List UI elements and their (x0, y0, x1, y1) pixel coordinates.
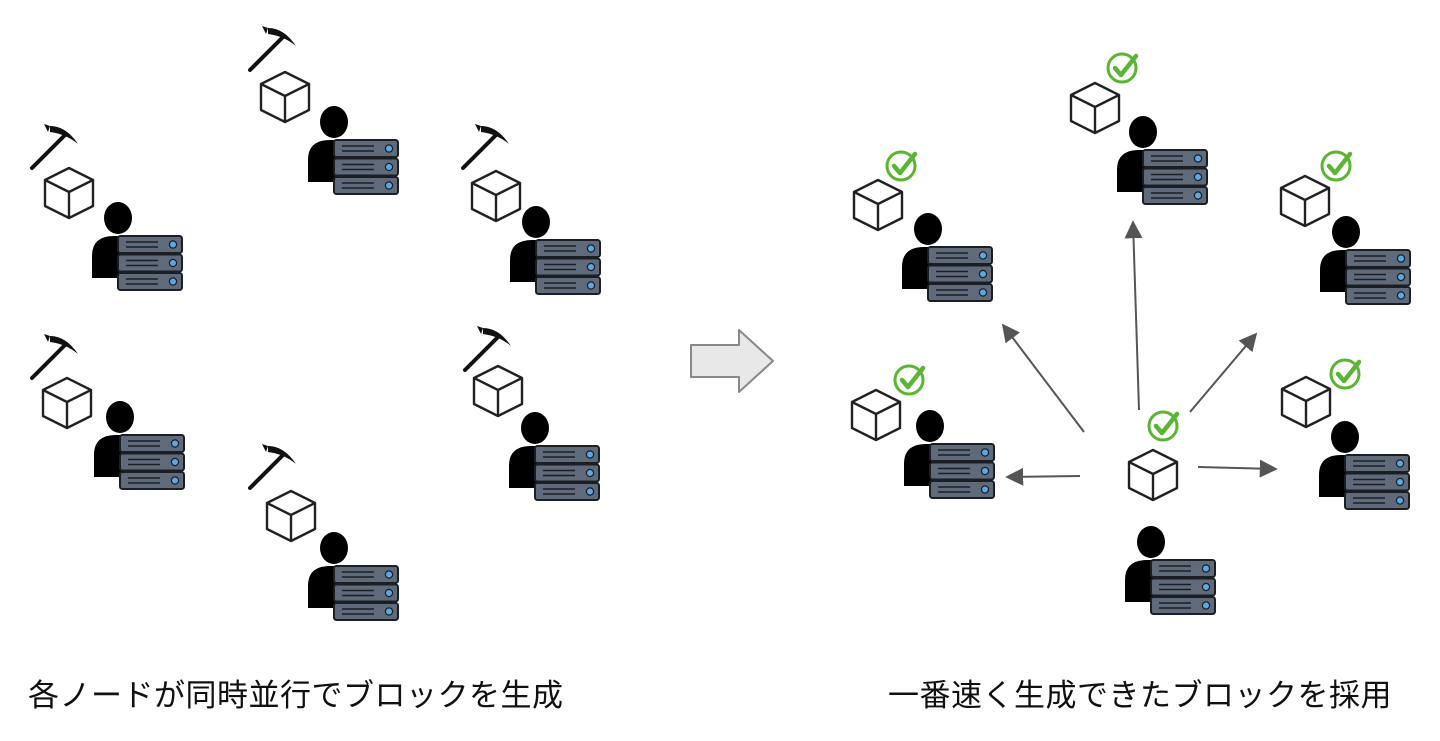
server-unit (1344, 472, 1410, 492)
server-unit (333, 157, 399, 177)
server-unit (1345, 249, 1411, 268)
left-caption: 各ノードが同時並行でブロックを生成 (28, 678, 564, 714)
server-unit (929, 480, 995, 499)
server-unit (119, 434, 185, 453)
broadcast-arrows (1001, 220, 1278, 486)
right-caption: 一番速く生成できたブロックを採用 (888, 678, 1392, 714)
server-unit (1142, 149, 1208, 168)
cube-icon (259, 70, 311, 124)
cube-icon (265, 489, 317, 543)
server-unit (534, 445, 600, 464)
broadcast-arrow (1001, 323, 1085, 433)
server-unit (1150, 577, 1216, 597)
cube-icon (850, 388, 902, 442)
cube-icon (1280, 375, 1332, 429)
server-unit (333, 565, 399, 584)
broadcast-arrow (1189, 332, 1258, 413)
mining-node-5 (463, 326, 600, 501)
checkmark-circle-icon (1320, 150, 1353, 182)
checkmark-circle-icon (885, 150, 918, 182)
receiving-node-1 (852, 150, 993, 302)
cube-icon (1127, 448, 1179, 502)
server-unit (927, 283, 993, 302)
receiving-node-5 (1280, 358, 1410, 510)
server-unit (1344, 454, 1410, 473)
broadcast-arrow (1124, 220, 1143, 411)
miner-with-server-icon (904, 410, 995, 499)
checkmark-circle-icon (1147, 410, 1180, 442)
cube-icon (1279, 174, 1331, 228)
checkmark-circle-icon (893, 364, 926, 396)
mining-node-4 (30, 334, 185, 490)
server-unit (929, 461, 995, 481)
transition-arrow-group (690, 329, 774, 393)
pickaxe-icon (248, 444, 296, 490)
miner-with-server-icon (94, 401, 185, 490)
server-unit (534, 482, 600, 501)
left-panel (30, 26, 601, 621)
receiving-node-3 (1279, 150, 1411, 305)
mining-node-3 (461, 124, 601, 295)
miner-with-server-icon (308, 532, 399, 621)
pickaxe-icon (248, 26, 296, 72)
server-unit (535, 257, 601, 277)
server-unit (119, 452, 185, 472)
miner-with-server-icon (509, 412, 600, 501)
cube-icon (43, 166, 95, 220)
server-unit (117, 272, 183, 291)
miner-with-server-icon (1319, 421, 1410, 510)
broadcast-arrow (1197, 459, 1278, 478)
mining-node-1 (30, 124, 183, 291)
cube-icon (1069, 81, 1121, 135)
server-unit (1345, 267, 1411, 287)
miner-with-server-icon (1117, 116, 1208, 205)
server-unit (119, 471, 185, 490)
server-unit (929, 443, 995, 462)
right-panel (850, 52, 1411, 615)
cube-icon (41, 376, 93, 430)
server-unit (1142, 186, 1208, 205)
server-unit (117, 235, 183, 254)
receiving-node-4 (850, 364, 995, 499)
server-unit (333, 176, 399, 195)
server-unit (1345, 286, 1411, 305)
server-unit (534, 463, 600, 483)
miner-with-server-icon (308, 106, 399, 195)
server-unit (1150, 596, 1216, 615)
cube-icon (470, 169, 522, 223)
pickaxe-icon (463, 326, 511, 372)
mining-node-2 (248, 26, 399, 195)
server-unit (535, 276, 601, 295)
right-arrow-icon (690, 329, 774, 393)
server-unit (1344, 491, 1410, 510)
miner-with-server-icon (510, 206, 601, 295)
server-unit (333, 139, 399, 158)
server-unit (927, 246, 993, 265)
miner-with-server-icon (1125, 526, 1216, 615)
server-unit (117, 253, 183, 273)
server-unit (1150, 559, 1216, 578)
server-unit (333, 583, 399, 603)
receiving-node-2 (1069, 52, 1208, 205)
miner-with-server-icon (92, 202, 183, 291)
server-unit (927, 264, 993, 284)
server-unit (1142, 167, 1208, 187)
server-unit (535, 239, 601, 258)
miner-with-server-icon (1320, 216, 1411, 305)
pickaxe-icon (461, 124, 509, 170)
checkmark-circle-icon (1329, 358, 1362, 390)
cube-icon (472, 364, 524, 418)
mining-node-6 (248, 444, 399, 621)
broadcast-arrow (1005, 467, 1081, 486)
miner-with-server-icon (902, 213, 993, 302)
pickaxe-icon (30, 124, 78, 170)
checkmark-circle-icon (1106, 52, 1139, 84)
server-unit (333, 602, 399, 621)
winning-node (1125, 410, 1216, 615)
pickaxe-icon (30, 334, 78, 380)
cube-icon (852, 178, 904, 232)
